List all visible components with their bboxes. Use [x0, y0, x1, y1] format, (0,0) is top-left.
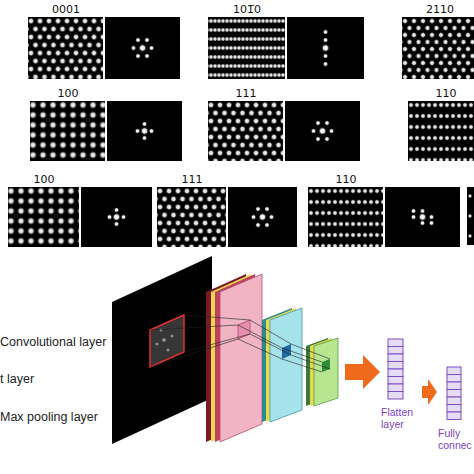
lattice-image [208, 101, 283, 161]
layer-legend-text: Max pooling layer [0, 410, 98, 424]
lattice-panel: 111 [208, 87, 360, 161]
panel-images [157, 187, 297, 247]
panel-heading-group: 111 [208, 87, 284, 101]
lattice-dot [468, 194, 473, 199]
panel-heading-group: 0001 [28, 3, 104, 17]
lattice-dot [468, 214, 473, 219]
lattice-image [8, 187, 79, 247]
kernel-window [150, 315, 184, 367]
layer-name: Flatten layer [381, 406, 421, 430]
miller-index: 100 [30, 87, 106, 101]
lattice-image [30, 101, 105, 161]
lattice-dot [468, 234, 473, 239]
feature-window [282, 344, 291, 359]
panel-images [28, 17, 180, 79]
fft-image [228, 187, 297, 247]
panel-heading-group: 2110 [402, 3, 474, 17]
lattice-panel: 100 [8, 173, 152, 247]
panel-images [402, 17, 474, 79]
vector-cells [446, 366, 462, 421]
lattice-panel: 101̅0 [208, 3, 364, 79]
lattice-image [308, 187, 383, 247]
pool-plate [314, 338, 338, 406]
panel-images [30, 101, 182, 161]
panel-heading-group: 100 [8, 173, 80, 187]
panel-images [208, 17, 364, 79]
fft-image [385, 187, 460, 247]
panel-images [308, 187, 460, 247]
fft-image [105, 17, 180, 79]
relu-plate [270, 308, 302, 422]
panel-images [408, 101, 474, 161]
layer-legend-text: t layer [0, 372, 34, 386]
panel-heading-group: 110 [308, 173, 384, 187]
lattice-panel: 0001 [28, 3, 180, 79]
panel-heading-group: 111 [157, 173, 227, 187]
feature-window [322, 359, 330, 372]
vector-cells [387, 338, 404, 400]
fft-image [285, 101, 360, 161]
lattice-image [157, 187, 226, 247]
input-image [112, 256, 212, 444]
miller-index: 0001 [28, 3, 104, 17]
miller-index: 110 [408, 87, 474, 101]
layer-vector: Flatten layer [381, 338, 421, 430]
lattice-panel: 2110 [402, 3, 474, 79]
miller-index: 110 [308, 173, 384, 187]
layer-legend-text: Convolutional layer [0, 335, 106, 349]
miller-index: 101̅0 [208, 3, 286, 17]
lattice-panel: 110 [308, 173, 460, 247]
block-arrow [345, 355, 380, 389]
lattice-image [408, 101, 474, 161]
lattice-image [402, 17, 474, 79]
fft-image [107, 101, 182, 161]
miller-index: 111 [208, 87, 284, 101]
lattice-image [208, 17, 285, 79]
miller-index: 111 [157, 173, 227, 187]
feature-window [238, 320, 250, 339]
panel-heading-group: 110 [408, 87, 474, 101]
panel-images [208, 101, 360, 161]
conv-plate [220, 274, 262, 442]
lattice-panel: 100 [30, 87, 182, 161]
miller-index: 2110 [402, 3, 474, 17]
panel-images [8, 187, 152, 247]
lattice-fragment [467, 187, 474, 245]
fft-image [81, 187, 152, 247]
lattice-panel: 110 [408, 87, 474, 161]
block-arrow [422, 379, 437, 405]
miller-index: 100 [8, 173, 80, 187]
layer-vector: Fully connec [438, 366, 474, 451]
lattice-panel: 111 [157, 173, 297, 247]
projection-lines [150, 315, 330, 372]
panel-heading-group: 101̅0 [208, 3, 286, 17]
layer-name: Fully connec [438, 427, 474, 451]
fft-image [287, 17, 364, 79]
panel-heading-group: 100 [30, 87, 106, 101]
lattice-image [28, 17, 103, 79]
